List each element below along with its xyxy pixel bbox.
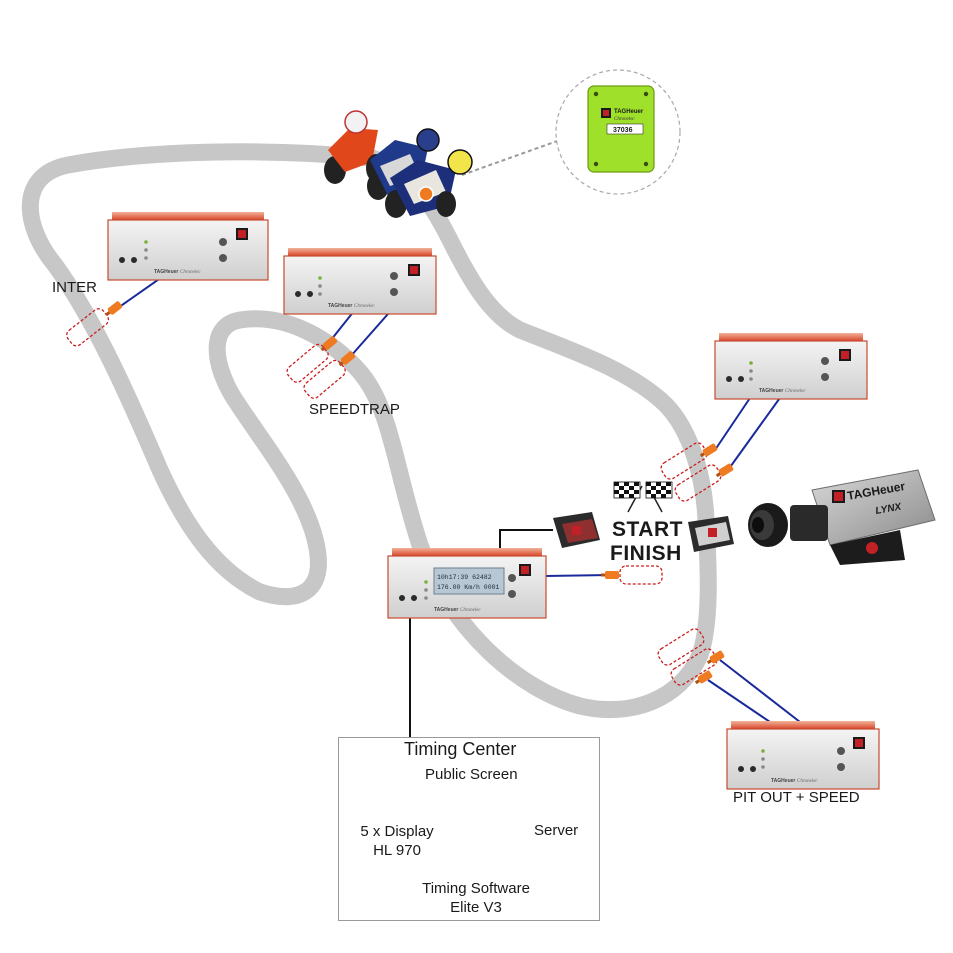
transponder-serial: 37036 xyxy=(613,127,633,134)
decoder-inter: TAGHeuer Chronelec xyxy=(107,212,269,281)
finish-label: FINISH xyxy=(610,542,682,565)
decoder-model: Chronelec xyxy=(180,270,201,275)
timing-software-label-line1: Timing Software xyxy=(422,880,530,897)
tag-heuer-logo-icon xyxy=(572,526,581,535)
decoder-brand: TAGHeuer xyxy=(759,388,783,394)
decoder-brand: TAGHeuer xyxy=(434,607,458,613)
cable-transponder-callout xyxy=(461,139,561,176)
led-display-label: 5 x Display HL 970 xyxy=(352,822,442,860)
server-label: Server xyxy=(534,822,579,839)
motorcycle-icon xyxy=(385,149,473,218)
cable-inter2-1 xyxy=(714,394,753,451)
decoder-inter2: TAGHeuer Chronelec xyxy=(714,333,868,400)
tag-heuer-logo-icon xyxy=(708,528,717,537)
antenna-connector-icon xyxy=(601,571,619,579)
start-label: START xyxy=(612,518,683,541)
cable-pit-1 xyxy=(719,659,801,723)
loop-pit-2 xyxy=(670,648,718,686)
antenna-connector-icon xyxy=(706,650,725,665)
decoder-lcd-display xyxy=(433,567,505,595)
decoder-main: 10h17:39 62482 176.00 Km/h 0001 TAGHeuer… xyxy=(387,548,547,619)
timing-software-label-line2: Elite V3 xyxy=(450,899,502,916)
decoder-model: Chronelec xyxy=(797,779,818,784)
led-display-label-line1: 5 x Display xyxy=(360,823,434,840)
decoder-model: Chronelec xyxy=(785,389,806,394)
cable-camera-left xyxy=(499,529,553,553)
transponder-callout: TAGHeuer Chronelec 37036 xyxy=(555,69,681,195)
photocell-right xyxy=(688,516,734,552)
antenna-connector-icon xyxy=(320,336,338,352)
site-label-pit-out-speed: PIT OUT + SPEED xyxy=(733,789,860,806)
timing-center-title: Timing Center xyxy=(404,739,517,759)
antenna-connector-icon xyxy=(105,301,123,316)
motorcycles xyxy=(324,110,473,218)
decoder-brand: TAGHeuer xyxy=(154,269,178,275)
site-label-inter: INTER xyxy=(52,279,97,296)
led-display-label-line2: HL 970 xyxy=(373,842,421,859)
cable-inter2-2 xyxy=(727,394,783,471)
loop-inter xyxy=(66,308,110,347)
decoder-brand: TAGHeuer xyxy=(771,778,795,784)
photocell-left xyxy=(553,512,600,548)
antenna-connectors xyxy=(105,301,734,685)
camera-model: LYNX xyxy=(875,501,904,517)
cable-start-finish xyxy=(544,574,611,577)
decoder-display-line1: 10h17:39 62482 xyxy=(437,574,492,581)
decoder-display-line2: 176.00 Km/h 0001 xyxy=(437,584,500,591)
antenna-connector-icon xyxy=(338,351,356,367)
antenna-connector-icon xyxy=(715,463,734,478)
decoder-model: Chronelec xyxy=(354,304,375,309)
loop-inter2-1 xyxy=(660,442,708,480)
lynx-camera: TAGHeuer LYNX xyxy=(748,469,936,565)
transponder-brand: TAGHeuer xyxy=(614,109,644,115)
loop-inter2-2 xyxy=(674,464,722,502)
site-label-speedtrap: SPEEDTRAP xyxy=(309,401,400,418)
antenna-connector-icon xyxy=(694,670,713,685)
cable-pit-2 xyxy=(707,679,771,723)
public-screen-label: Public Screen xyxy=(425,766,518,783)
checkered-flags-icon xyxy=(613,481,673,513)
loop-pit-1 xyxy=(657,628,705,666)
timing-center-panel xyxy=(338,737,600,921)
decoder-pit-out: TAGHeuer Chronelec xyxy=(726,721,880,790)
decoder-model: Chronelec xyxy=(460,608,481,613)
decoder-speedtrap: TAGHeuer Chronelec xyxy=(283,248,437,315)
transponder-model: Chronelec xyxy=(614,117,635,122)
decoder-brand: TAGHeuer xyxy=(328,303,352,309)
loop-start-finish xyxy=(619,565,663,585)
timing-software-label: Timing Software Elite V3 xyxy=(408,879,544,917)
antenna-connector-icon xyxy=(699,443,718,458)
